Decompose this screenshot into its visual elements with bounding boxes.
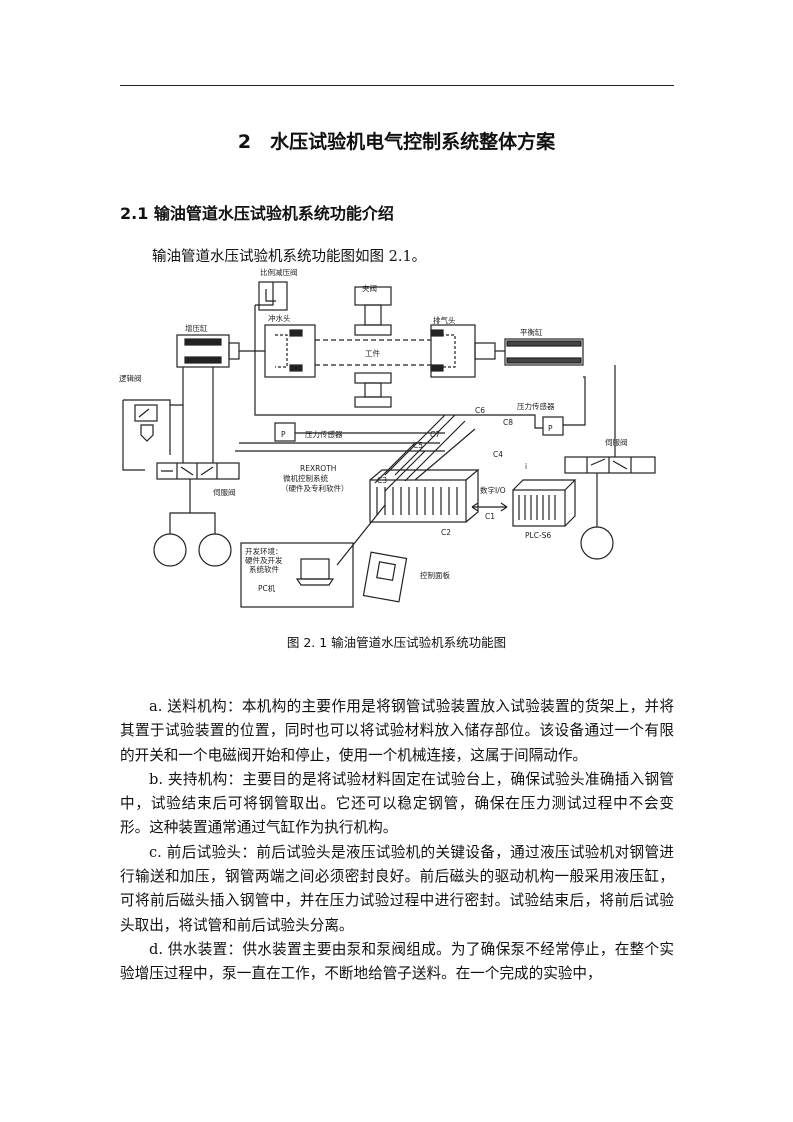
plc-box (512, 489, 566, 527)
label-p-right: P (548, 424, 553, 433)
chapter-title: 2 水压试验机电气控制系统整体方案 (237, 131, 556, 153)
label-pressure-sensor-left: 压力传感器 (305, 429, 343, 439)
label-clamp-valve: 夹阀 (362, 283, 377, 293)
label-balance-cylinder: 平衡缸 (520, 327, 543, 337)
pressure-sensor-right (542, 416, 564, 436)
label-logic-valve: 逻辑阀 (119, 373, 142, 383)
pump-2 (198, 533, 232, 567)
label-pc: PC机 (258, 583, 276, 593)
label-proportional-valve: 比例减压阀 (260, 267, 298, 277)
label-c4: C4 (493, 450, 503, 459)
label-workpiece: 工件 (365, 348, 380, 358)
paragraph-d: d. 供水装置：供水装置主要由泵和泵阀组成。为了确保泵不经常停止，在整个实验增压… (120, 940, 674, 983)
label-rexroth-2: 微机控制系统 (283, 473, 328, 483)
label-vent-head: 排气头 (433, 315, 456, 325)
body-text: a. 送料机构：本机构的主要作用是将钢管试验装置放入试验装置的货架上，并将其置于… (120, 695, 674, 987)
laptop-icon (300, 558, 330, 580)
label-rexroth-3: （硬件及专利软件） (281, 483, 349, 493)
section-title: 2.1 输油管道水压试验机系统功能介绍 (120, 204, 394, 223)
system-function-diagram: 比例减压阀 冲水头 夹阀 排气头 平衡缸 增压缸 工件 逻辑阀 P 压力传感器 … (119, 267, 656, 608)
label-servo-valve-left: 伺服阀 (213, 487, 236, 497)
label-c7: C7 (430, 430, 440, 439)
label-booster-cylinder: 增压缸 (185, 323, 208, 333)
logic-valve (134, 404, 158, 422)
label-pc-env-2: 硬件及开发 (245, 555, 283, 565)
label-pressure-sensor-right: 压力传感器 (517, 401, 555, 411)
servo-valve-right (564, 456, 656, 474)
paragraph-a: a. 送料机构：本机构的主要作用是将钢管试验装置放入试验装置的货架上，并将其置于… (120, 698, 674, 764)
figure-caption: 图 2. 1 输油管道水压试验机系统功能图 (286, 635, 507, 650)
label-c6: C6 (475, 406, 485, 415)
label-plc: PLC-S6 (525, 531, 551, 540)
pc-box (240, 542, 354, 608)
servo-valve-left (156, 462, 240, 480)
label-c8: C8 (503, 418, 513, 427)
label-p-left: P (281, 430, 286, 439)
label-pc-env-1: 开发环境： (245, 546, 283, 556)
label-c1: C1 (485, 512, 495, 521)
pump-1 (153, 533, 187, 567)
label-flush-head: 冲水头 (268, 313, 291, 323)
paragraph-b: b. 夹持机构：主要目的是将试验材料固定在试验台上，确保试验头准确插入钢管中，试… (120, 770, 674, 837)
label-digital-io: 数字I/O (480, 485, 506, 495)
pressure-sensor-left (274, 422, 296, 442)
intro-text: 输油管道水压试验机系统功能图如图 2.1。 (152, 249, 427, 265)
label-c5: C5 (413, 441, 423, 450)
label-i-mark: i (525, 462, 527, 471)
control-panel (362, 551, 408, 603)
label-c3: C3 (377, 476, 387, 485)
label-pc-env-3: 系统软件 (249, 564, 279, 574)
balance-cylinder (504, 338, 584, 366)
label-control-panel: 控制面板 (420, 570, 450, 580)
rexroth-controller (369, 479, 467, 523)
pump-3 (580, 526, 614, 560)
paragraph-c: c. 前后试验头：前后试验头是液压试验机的关键设备，通过液压试验机对钢管进行输送… (120, 843, 674, 934)
label-servo-valve-right: 伺服阀 (605, 437, 628, 447)
label-rexroth-1: REXROTH (300, 464, 336, 473)
header-rule (120, 85, 674, 86)
label-c2: C2 (441, 528, 451, 537)
